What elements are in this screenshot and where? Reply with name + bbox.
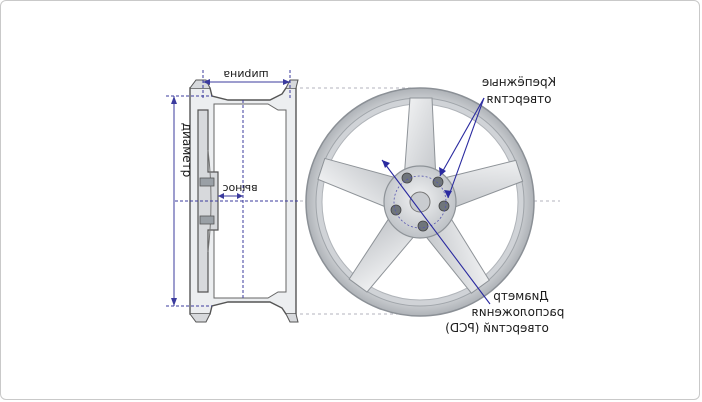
bolt-holes xyxy=(390,172,450,232)
diameter-label: диаметр xyxy=(180,123,194,178)
diameter-dimension xyxy=(166,95,212,307)
svg-text:Крепёжные: Крепёжные xyxy=(482,75,556,89)
pcd-label: Диаметр расположения отверстий (PCD) xyxy=(445,289,564,335)
offset-label: вынос xyxy=(222,182,257,195)
width-label: ширина xyxy=(223,68,268,81)
offset-dimension xyxy=(175,100,300,300)
svg-text:Диаметр: Диаметр xyxy=(493,289,549,303)
alloy-wheel-front-icon xyxy=(305,87,535,317)
svg-text:расположения: расположения xyxy=(472,305,565,319)
width-dimension xyxy=(202,70,291,100)
callout-pointers xyxy=(381,97,491,305)
bolt-holes-label: Крепёжные отверстия xyxy=(482,75,556,106)
svg-text:отверстий (PCD): отверстий (PCD) xyxy=(445,321,549,335)
svg-text:отверстия: отверстия xyxy=(486,92,551,106)
